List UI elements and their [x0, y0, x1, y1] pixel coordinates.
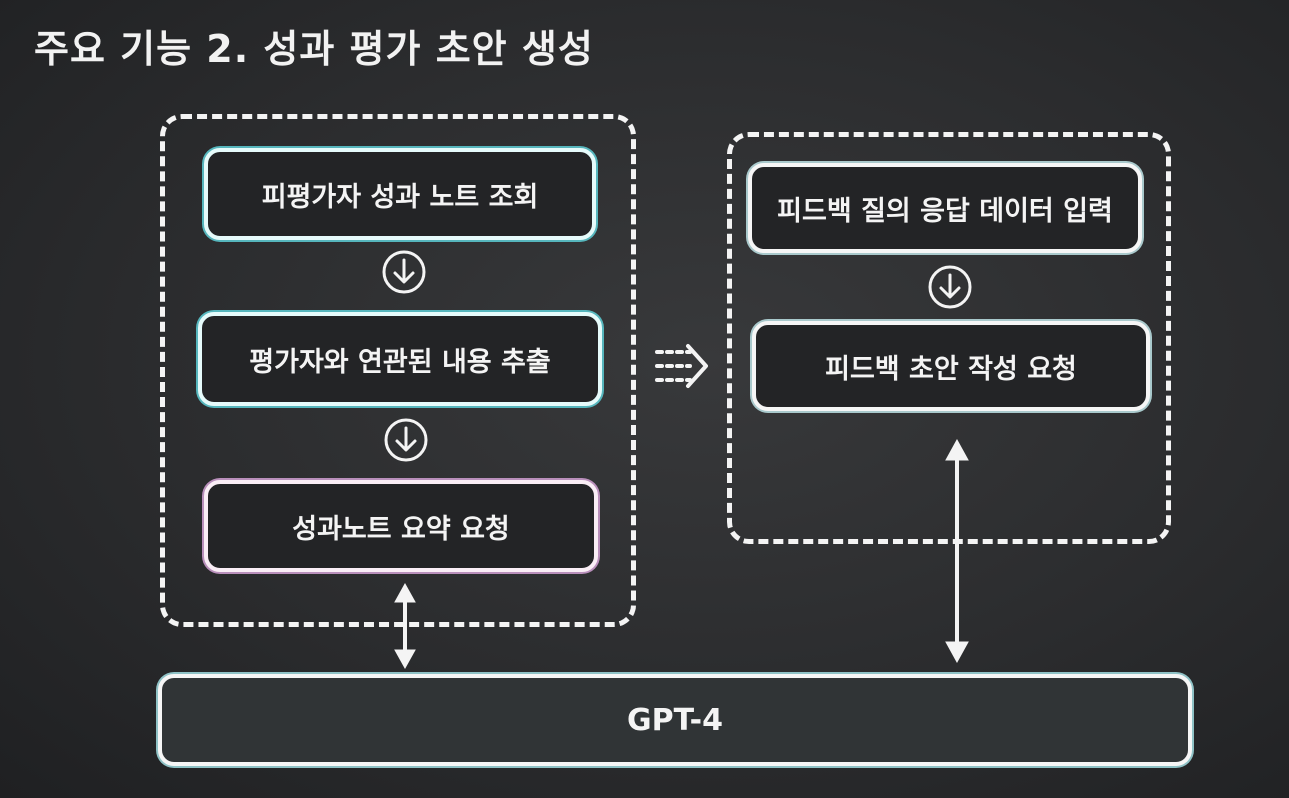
arrow-down-circle-icon [384, 418, 428, 462]
right-process-group [727, 132, 1171, 544]
step-label: 성과노트 요약 요청 [292, 513, 510, 545]
step-extract-related-content: 평가자와 연관된 내용 추출 [198, 312, 602, 406]
bidirectional-arrow-right-icon [945, 438, 969, 664]
dashed-right-arrow-icon [655, 344, 708, 388]
step-request-feedback-draft: 피드백 초안 작성 요청 [752, 321, 1150, 411]
step-label: 피드백 질의 응답 데이터 입력 [777, 195, 1113, 227]
page-title: 주요 기능 2. 성과 평가 초안 생성 [34, 27, 594, 71]
step-request-notes-summary: 성과노트 요약 요청 [204, 480, 598, 572]
arrow-down-circle-icon [382, 250, 426, 294]
step-label: 피평가자 성과 노트 조회 [261, 181, 539, 213]
step-view-performance-notes: 피평가자 성과 노트 조회 [204, 148, 596, 240]
step-label: 평가자와 연관된 내용 추출 [249, 346, 551, 378]
model-label: GPT-4 [627, 702, 723, 738]
arrow-down-circle-icon [928, 265, 972, 309]
step-label: 피드백 초안 작성 요청 [825, 353, 1077, 385]
bidirectional-arrow-left-icon [394, 582, 416, 670]
step-input-feedback-qa-data: 피드백 질의 응답 데이터 입력 [748, 163, 1142, 253]
gpt-4-model-bar: GPT-4 [158, 674, 1192, 766]
left-process-group [160, 114, 636, 627]
